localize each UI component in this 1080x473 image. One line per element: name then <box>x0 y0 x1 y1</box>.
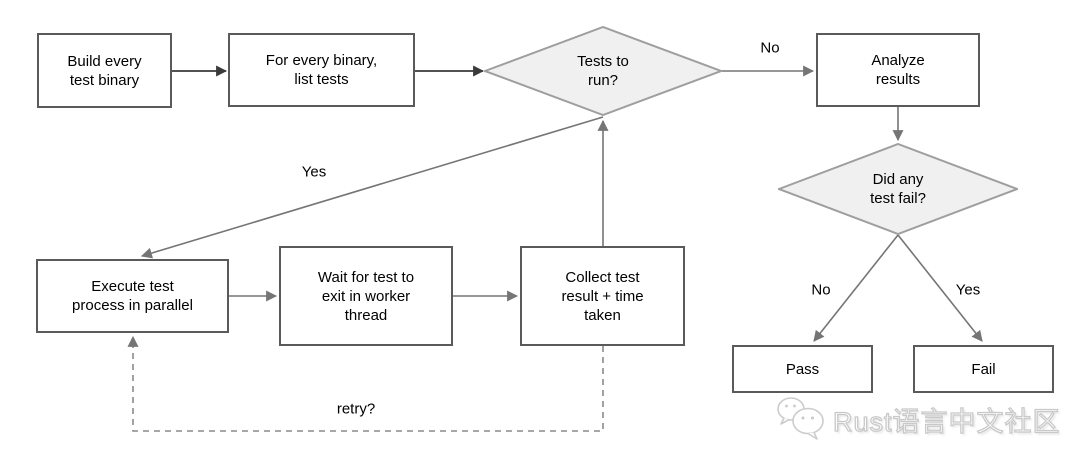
edge-tests-yes-to-execute <box>140 116 604 259</box>
edge-label-yes-bottom: Yes <box>955 281 981 299</box>
decision-label: Tests to run? <box>577 53 629 89</box>
diamond-shape <box>778 143 1018 235</box>
edge-label-retry: retry? <box>336 400 376 418</box>
node-did-any-test-fail-decision: Did any test fail? <box>778 143 1018 235</box>
node-fail: Fail <box>913 345 1054 393</box>
diamond-shape <box>484 26 722 116</box>
edge-retry-dashed <box>127 335 604 432</box>
node-pass: Pass <box>732 345 873 393</box>
decision-label: Did any test fail? <box>870 171 926 207</box>
node-tests-to-run-decision: Tests to run? <box>484 26 722 116</box>
edge-label-no-bottom: No <box>811 281 831 299</box>
node-for-every-binary-list-tests: For every binary, list tests <box>228 33 415 107</box>
edge-label-yes-left: Yes <box>301 163 327 181</box>
edge-label-no-top: No <box>760 39 780 57</box>
node-execute-test-process: Execute test process in parallel <box>36 259 229 333</box>
node-wait-for-test-exit: Wait for test to exit in worker thread <box>279 246 453 346</box>
node-collect-test-result: Collect test result + time taken <box>520 246 685 346</box>
watermark: Rust语言中文社区 <box>774 393 1061 445</box>
edge-didfail-yes-to-fail <box>897 234 983 342</box>
edge-didfail-no-to-pass <box>813 234 899 342</box>
watermark-text: Rust语言中文社区 <box>832 406 1061 437</box>
node-build-every-test-binary: Build every test binary <box>37 33 172 108</box>
wechat-logo-icon <box>777 397 824 440</box>
node-analyze-results: Analyze results <box>816 33 980 107</box>
